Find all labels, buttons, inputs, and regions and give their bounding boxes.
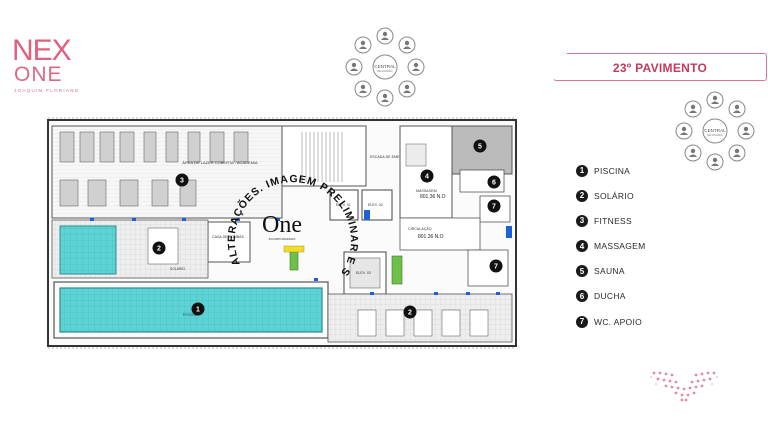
legend-number: 6 [576, 290, 588, 303]
elevator-1-label: ELEV. 01 [336, 203, 351, 207]
legend-item-fitness: 3 FITNESS [576, 214, 646, 227]
floor-title-box: 23º PAVIMENTO [553, 53, 767, 81]
marker-fitness: 3 [180, 178, 184, 185]
brand-tagline: JOAQUIM FLORIANO [14, 88, 80, 93]
elevator-2-label: ELEV. 02 [368, 203, 383, 207]
circulation-label: CIRCULAÇÃO [408, 226, 432, 231]
marker-piscina: 1 [196, 307, 200, 314]
massage-room-label: MASSAGEM [416, 189, 437, 193]
brand-name-bottom: ONE [14, 63, 63, 86]
legend-label: SAUNA [594, 266, 625, 277]
legend-item-sauna: 5 SAUNA [576, 265, 646, 278]
fitness-room-label: ÁREA DE LAZER COBERTA - ACADEMIA [182, 160, 258, 165]
legend-item-solario: 2 SOLÁRIO [576, 189, 646, 202]
central-sublabel: DE MAIORIA [377, 69, 393, 73]
marker-ducha: 6 [492, 180, 496, 187]
marker-wc-top: 7 [492, 204, 496, 211]
legend-label: WC. APOIO [594, 316, 643, 327]
marker-solario-2: 2 [408, 310, 412, 317]
marker-wc-bottom: 7 [494, 264, 498, 271]
legend-number: 3 [576, 214, 588, 227]
watermark-sub: INCORPORADORA [269, 237, 296, 241]
kids-pool [59, 225, 117, 275]
watermark-logo: One [262, 212, 302, 238]
marker-massagem: 4 [425, 174, 429, 181]
legend-label: SOLÁRIO [594, 190, 634, 201]
solarium-label: SOLÁRIO [170, 267, 185, 271]
legend-item-piscina: 1 PISCINA [576, 164, 646, 177]
central-sublabel-2: DE MAIORIA [707, 133, 723, 137]
central-label-2: CENTRAL [704, 128, 726, 133]
legend-number: 1 [576, 164, 588, 177]
level-label-massage: 801.36 N.O [420, 194, 446, 200]
legend-item-ducha: 6 DUCHA [576, 290, 646, 303]
legend-label: DUCHA [594, 291, 626, 302]
legend-number: 5 [576, 265, 588, 278]
elevator-1 [329, 189, 359, 221]
marker-sauna: 5 [478, 144, 482, 151]
brand-name-top: NEX [12, 34, 72, 67]
floor-title: 23º PAVIMENTO [612, 61, 708, 75]
decorative-logo-icon [648, 367, 720, 405]
legend-number: 2 [576, 189, 588, 202]
pool-label: PISCINA [183, 313, 198, 317]
stairs-area [281, 125, 367, 187]
pump-room-label: CASA DE BOMBAS [212, 235, 245, 239]
legend-label: FITNESS [594, 215, 632, 226]
brand-logo: NEX ONE JOAQUIM FLORIANO [12, 36, 112, 96]
legend-number: 4 [576, 240, 588, 253]
legend-item-wc-apoio: 7 WC. APOIO [576, 315, 646, 328]
legend-label: MASSAGEM [594, 241, 646, 252]
main-pool [59, 287, 323, 333]
circulation-area [399, 217, 481, 251]
elevator-3-label: ELEV. 03 [356, 271, 371, 275]
central-diagram-right: CENTRAL DE MAIORIA [672, 88, 758, 174]
central-diagram-top: CENTRAL DE MAIORIA [342, 24, 428, 110]
legend-number: 7 [576, 315, 588, 328]
legend-item-massagem: 4 MASSAGEM [576, 240, 646, 253]
marker-solario: 2 [157, 246, 161, 253]
central-label: CENTRAL [374, 64, 396, 69]
stairs-label: ESCADA DE EMERGÊNCIA [370, 154, 416, 159]
level-label-circulation: 801.36 N.O [418, 234, 444, 240]
floor-plan: ÁREA DE LAZER COBERTA - ACADEMIA ESCADA … [40, 114, 524, 352]
legend-label: PISCINA [594, 165, 631, 176]
room-legend: 1 PISCINA 2 SOLÁRIO 3 FITNESS 4 MASSAGEM… [576, 164, 646, 340]
